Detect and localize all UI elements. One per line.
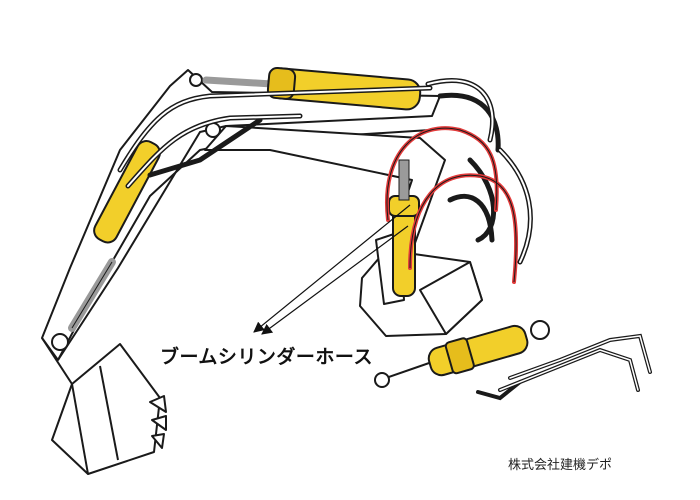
boom-pins <box>51 73 221 351</box>
bucket <box>41 337 167 475</box>
boom-cylinder <box>388 159 420 297</box>
replacement-cylinder <box>374 320 550 388</box>
callout-label: ブームシリンダーホース <box>160 346 373 368</box>
company-credit: 株式会社建機デポ <box>508 458 613 473</box>
callout-arrows <box>253 204 411 335</box>
